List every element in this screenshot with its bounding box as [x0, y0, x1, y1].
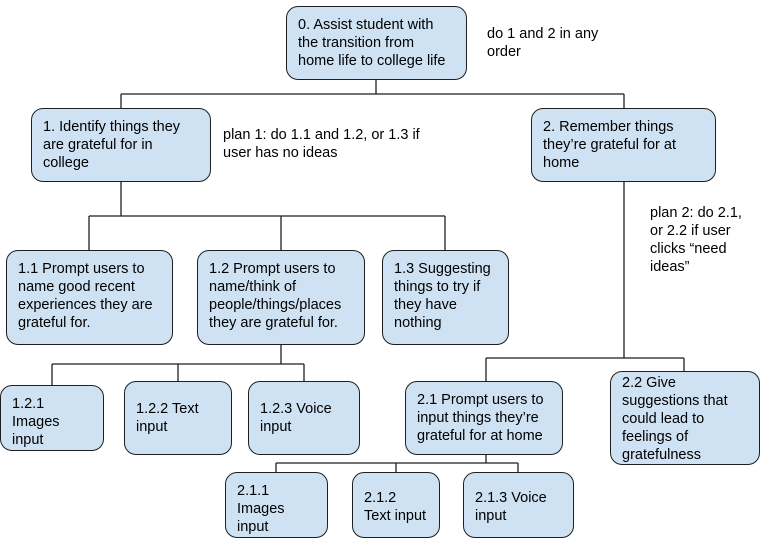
node-1-2-2: 1.2.2 Text input — [124, 381, 232, 455]
node-2-1-1: 2.1.1 Images input — [225, 472, 328, 538]
node-1-1: 1.1 Prompt users to name good recent exp… — [6, 250, 173, 345]
node-2-2: 2.2 Give suggestions that could lead to … — [610, 371, 760, 465]
node-1-3: 1.3 Suggesting things to try if they hav… — [382, 250, 509, 345]
plan-1-note: plan 1: do 1.1 and 1.2, or 1.3 if user h… — [223, 127, 420, 161]
node-1-2-1: 1.2.1 Images input — [0, 385, 104, 451]
node-2-1: 2.1 Prompt users to input things they’re… — [405, 381, 563, 455]
node-2: 2. Remember things they’re grateful for … — [531, 108, 716, 182]
node-1-2: 1.2 Prompt users to name/think of people… — [197, 250, 365, 345]
node-1: 1. Identify things they are grateful for… — [31, 108, 211, 182]
node-2-1-3: 2.1.3 Voice input — [463, 472, 574, 538]
node-1-2-3: 1.2.3 Voice input — [248, 381, 360, 455]
node-0: 0. Assist student with the transition fr… — [286, 6, 467, 80]
plan-0-note: do 1 and 2 in any order — [487, 26, 599, 60]
plan-2-note: plan 2: do 2.1, or 2.2 if user clicks “n… — [650, 205, 742, 275]
node-2-1-2: 2.1.2 Text input — [352, 472, 440, 538]
